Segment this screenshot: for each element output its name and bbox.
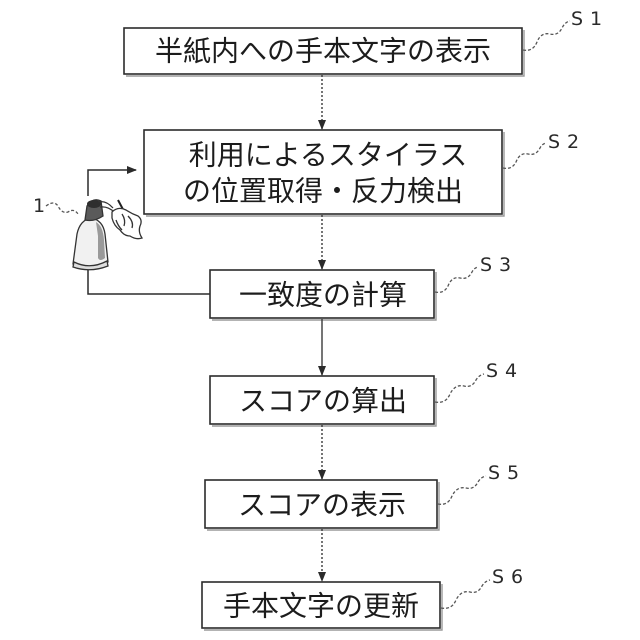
step-label-s6: S6 [492,566,530,588]
step-s6: 手本文字の更新 S6 [202,566,530,630]
leader-line-s5 [438,476,486,504]
step-text-s5: スコアの表示 [238,489,406,522]
step-text-s2-line1: 利用によるスタイラス [189,139,468,172]
step-label-s5: S5 [488,462,526,484]
step-label-s4: S4 [486,360,524,382]
step-text-s6: 手本文字の更新 [223,590,419,623]
haptic-stylus-device-icon [70,196,142,270]
step-text-s1: 半紙内への手本文字の表示 [155,35,491,68]
leader-line-s4 [435,374,484,402]
step-s4: スコアの算出 S4 [210,360,524,426]
leader-line-s1 [523,21,570,50]
leader-line-s3 [435,267,478,292]
step-label-s1: S1 [571,8,609,30]
step-s1: 半紙内への手本文字の表示 S1 [124,8,609,76]
step-s5: スコアの表示 S5 [205,462,526,530]
step-s3: 一致度の計算 S3 [210,254,518,320]
device-label: 1 [33,195,52,217]
leader-line-s2 [503,143,546,168]
leader-line-s6 [441,580,490,608]
step-text-s2-line2: の位置取得・反力検出 [183,175,463,208]
step-text-s3: 一致度の計算 [239,279,407,312]
step-s2: 利用によるスタイラス の位置取得・反力検出 S2 [144,130,586,216]
step-label-s3: S3 [480,254,518,276]
step-label-s2: S2 [548,131,586,153]
step-text-s4: スコアの算出 [239,385,407,418]
